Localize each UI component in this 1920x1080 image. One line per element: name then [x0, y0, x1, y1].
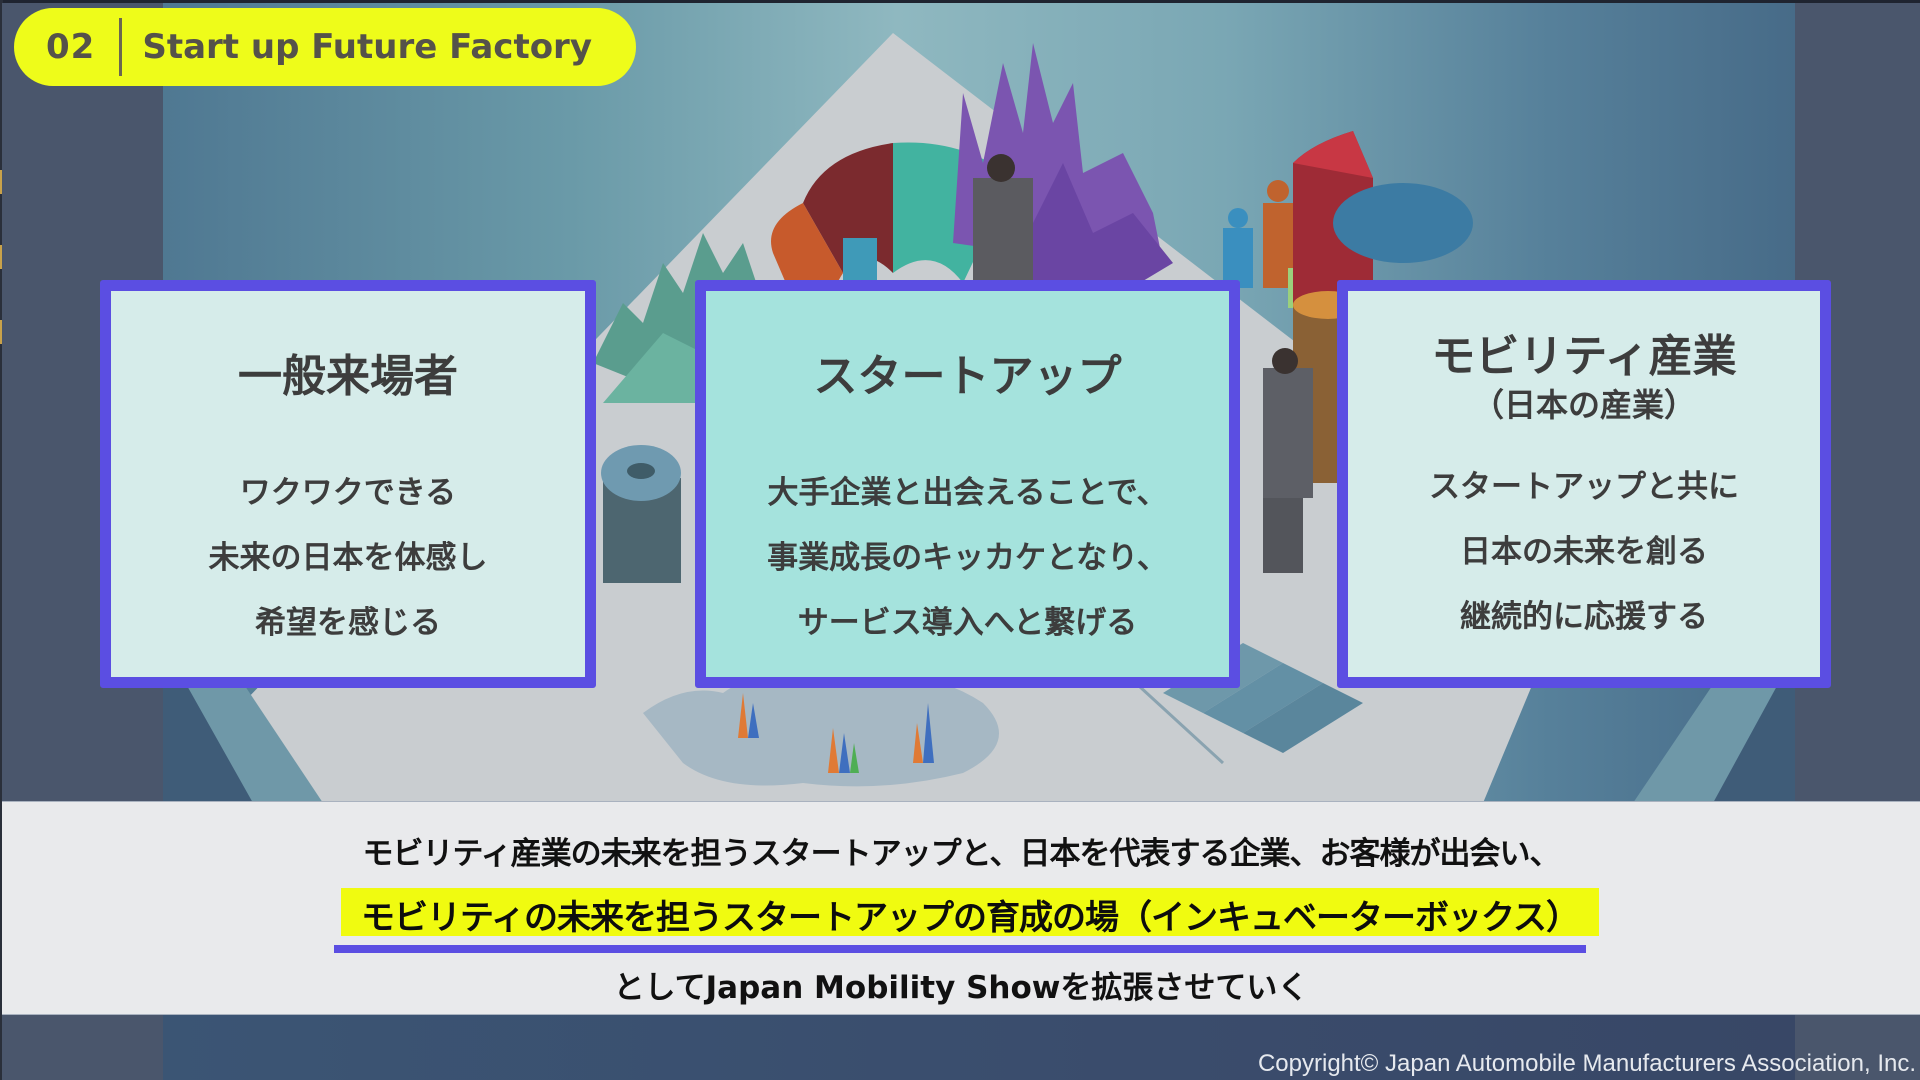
section-header-badge: 02 Start up Future Factory [14, 8, 636, 86]
card-startups: スタートアップ 大手企業と出会えることで、 事業成長のキッカケとなり、 サービス… [695, 280, 1240, 688]
section-title: Start up Future Factory [142, 27, 592, 67]
card-line: サービス導入へと繋げる [797, 605, 1138, 641]
card-line: 未来の日本を体感し [208, 540, 488, 576]
highlight-marker [341, 888, 1599, 936]
card-line: 日本の未来を創る [1460, 534, 1708, 570]
summary-line-1: モビリティ産業の未来を担うスタートアップと、日本を代表する企業、お客様が出会い、 [362, 836, 1561, 872]
card-body: 大手企業と出会えることで、 事業成長のキッカケとなり、 サービス導入へと繋げる [706, 461, 1229, 656]
highlight-underline [334, 945, 1586, 953]
card-line: ワクワクできる [239, 475, 457, 511]
copyright-text: Copyright© Japan Automobile Manufacturer… [1257, 1050, 1916, 1077]
card-title: モビリティ産業 [1431, 331, 1737, 382]
card-title: スタートアップ [813, 351, 1122, 402]
section-number: 02 [46, 27, 96, 67]
card-mobility-industry: モビリティ産業 （日本の産業） スタートアップと共に 日本の未来を創る 継続的に… [1337, 280, 1831, 688]
summary-banner: モビリティ産業の未来を担うスタートアップと、日本を代表する企業、お客様が出会い、… [2, 801, 1920, 1015]
summary-line-3: としてJapan Mobility Showを拡張させていく [613, 970, 1309, 1006]
card-general-visitors: 一般来場者 ワクワクできる 未来の日本を体感し 希望を感じる [100, 280, 596, 688]
footer-background [163, 1013, 1795, 1080]
summary-line-highlighted: モビリティの未来を担うスタートアップの育成の場（インキュベーターボックス） [361, 898, 1580, 938]
card-line: 事業成長のキッカケとなり、 [767, 540, 1168, 576]
card-line: 希望を感じる [255, 605, 441, 641]
card-line: 大手企業と出会えることで、 [767, 475, 1168, 511]
card-body: スタートアップと共に 日本の未来を創る 継続的に応援する [1348, 455, 1820, 650]
header-divider [119, 18, 123, 76]
card-body: ワクワクできる 未来の日本を体感し 希望を感じる [111, 461, 585, 656]
card-line: 継続的に応援する [1460, 599, 1708, 635]
window-edge [0, 0, 3, 1080]
card-subtitle: （日本の産業） [1471, 386, 1696, 424]
card-title: 一般来場者 [238, 351, 458, 402]
card-line: スタートアップと共に [1429, 469, 1739, 505]
presentation-slide: 02 Start up Future Factory 一般来場者 ワクワクできる… [2, 3, 1920, 1080]
